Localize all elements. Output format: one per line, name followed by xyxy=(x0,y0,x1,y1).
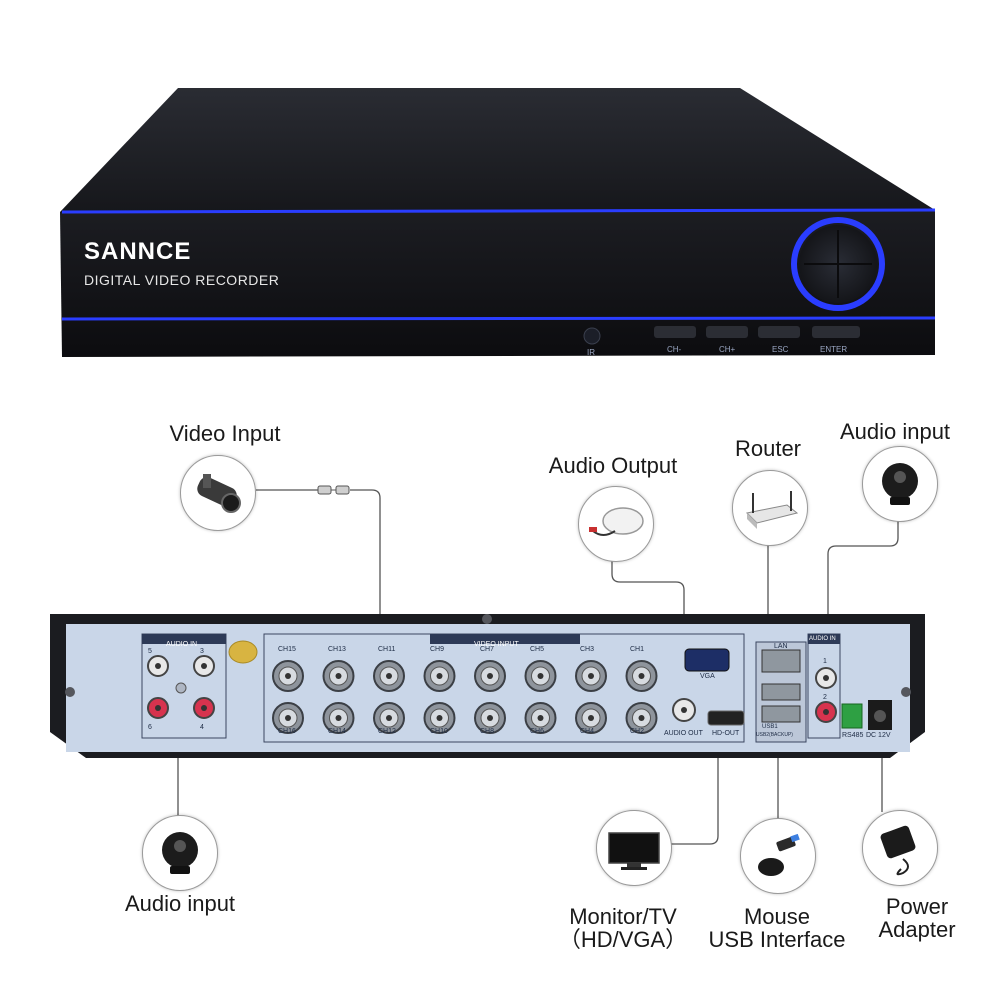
label-ch9: CH9 xyxy=(430,646,445,653)
label-ch7: CH7 xyxy=(480,646,495,653)
button-enter-label: ENTER xyxy=(820,345,848,354)
dc-label: DC 12V xyxy=(866,732,891,739)
dvr-front: SANNCE DIGITAL VIDEO RECORDER IR CH- CH+… xyxy=(0,0,1000,380)
bnc-ch9 xyxy=(423,660,456,692)
audio-in-ch3: 3 xyxy=(200,648,204,655)
label-ch15: CH15 xyxy=(278,646,296,653)
video-top-labels: CH15 CH13 CH11 CH9 CH7 CH5 CH3 CH1 xyxy=(270,646,740,656)
bnc-grid xyxy=(270,642,740,742)
router-icon xyxy=(732,470,808,546)
mouse-label-line2: USB Interface xyxy=(708,927,846,953)
lan-label: LAN xyxy=(774,643,788,650)
audio-input-left-label: Audio input xyxy=(124,891,236,916)
bnc-ch3 xyxy=(575,660,607,692)
audio-input-right-label: Audio input xyxy=(839,419,951,444)
button-ch-plus-label: CH+ xyxy=(719,345,736,354)
ir-label: IR xyxy=(587,348,595,357)
brand-logo: SANNCE xyxy=(84,238,192,265)
label-ch4: CH4 xyxy=(580,728,595,735)
dvr-front-body xyxy=(60,88,936,357)
audio-in-ch4: 4 xyxy=(200,724,204,731)
button-ch-minus-label: CH- xyxy=(667,345,682,354)
audio-in-ch6: 6 xyxy=(148,724,152,731)
rs485-label: RS485 xyxy=(842,732,864,739)
bnc-ch7 xyxy=(474,660,506,692)
bnc-ch11 xyxy=(373,660,405,692)
monitor-label-line1: Monitor/TV xyxy=(569,904,677,929)
microphone-icon xyxy=(862,446,938,522)
mouse-icon xyxy=(740,818,816,894)
video-input-label: Video Input xyxy=(169,421,281,446)
usb1-label: USB1 xyxy=(762,724,778,730)
bnc-connector xyxy=(317,485,350,495)
audio-in-ch2: 2 xyxy=(823,694,827,701)
audio-in-jack xyxy=(147,655,215,719)
label-ch11: CH11 xyxy=(378,646,396,653)
bnc-ch13 xyxy=(322,660,355,692)
label-ch2: CH2 xyxy=(630,728,645,735)
audio-out-label: AUDIO OUT xyxy=(664,730,703,737)
monitor-label-line2: （HD/VGA） xyxy=(558,927,688,953)
video-bottom-labels: CH16 CH14 CH12 CH10 CH8 CH6 CH4 CH2 xyxy=(270,728,740,738)
label-ch12: CH12 xyxy=(378,728,396,735)
bnc-ch12 xyxy=(373,702,405,734)
bnc-ch4 xyxy=(575,702,607,734)
hdout-label: HD-OUT xyxy=(712,730,740,737)
audio-output-label: Audio Output xyxy=(548,453,678,478)
power-adapter-icon xyxy=(862,810,938,886)
bnc-ch2 xyxy=(625,702,658,734)
label-ch10: CH10 xyxy=(430,728,448,735)
bnc-ch15 xyxy=(272,660,304,692)
label-ch5: CH5 xyxy=(530,646,545,653)
bnc-ch14 xyxy=(322,702,355,734)
power-label-line2: Adapter xyxy=(878,917,956,943)
button-esc-label: ESC xyxy=(772,345,789,354)
bnc-ch8 xyxy=(474,702,506,734)
bnc-ch10 xyxy=(423,702,456,734)
speaker-icon xyxy=(578,486,654,562)
microphone-icon xyxy=(142,815,218,891)
dvr-rear-panel: AUDIO IN 5 3 6 4 VIDEO INPUT CH15 CH13 C… xyxy=(50,606,925,766)
audio-in-ch5: 5 xyxy=(148,648,152,655)
power-adapter-label: Power Adapter xyxy=(862,895,972,941)
video-input-title: VIDEO INPUT xyxy=(474,641,519,648)
model-text: DIGITAL VIDEO RECORDER xyxy=(84,272,280,288)
bnc-ch16 xyxy=(272,702,304,734)
bnc-ch5 xyxy=(524,660,557,692)
usb2-label: USB2(BACKUP) xyxy=(756,732,793,738)
label-ch6: CH6 xyxy=(530,728,545,735)
vga-label: VGA xyxy=(700,673,715,680)
label-ch1: CH1 xyxy=(630,646,645,653)
label-ch3: CH3 xyxy=(580,646,595,653)
bnc-ch1 xyxy=(625,660,658,692)
power-label-line1: Power xyxy=(885,894,949,919)
router-label: Router xyxy=(734,436,802,461)
camera-icon xyxy=(180,455,256,531)
mouse-label-line1: Mouse xyxy=(743,904,811,929)
label-ch8: CH8 xyxy=(480,728,495,735)
audio-in-right-title: AUDIO IN xyxy=(809,636,836,642)
mouse-label: Mouse USB Interface xyxy=(692,905,862,951)
bnc-ch6 xyxy=(524,702,557,734)
monitor-icon xyxy=(596,810,672,886)
label-ch16: CH16 xyxy=(278,728,296,735)
label-ch13: CH13 xyxy=(328,646,346,653)
monitor-label: Monitor/TV （HD/VGA） xyxy=(548,905,698,951)
audio-in-ch1: 1 xyxy=(823,658,827,665)
audio-in-title: AUDIO IN xyxy=(166,641,198,648)
label-ch14: CH14 xyxy=(328,728,346,735)
